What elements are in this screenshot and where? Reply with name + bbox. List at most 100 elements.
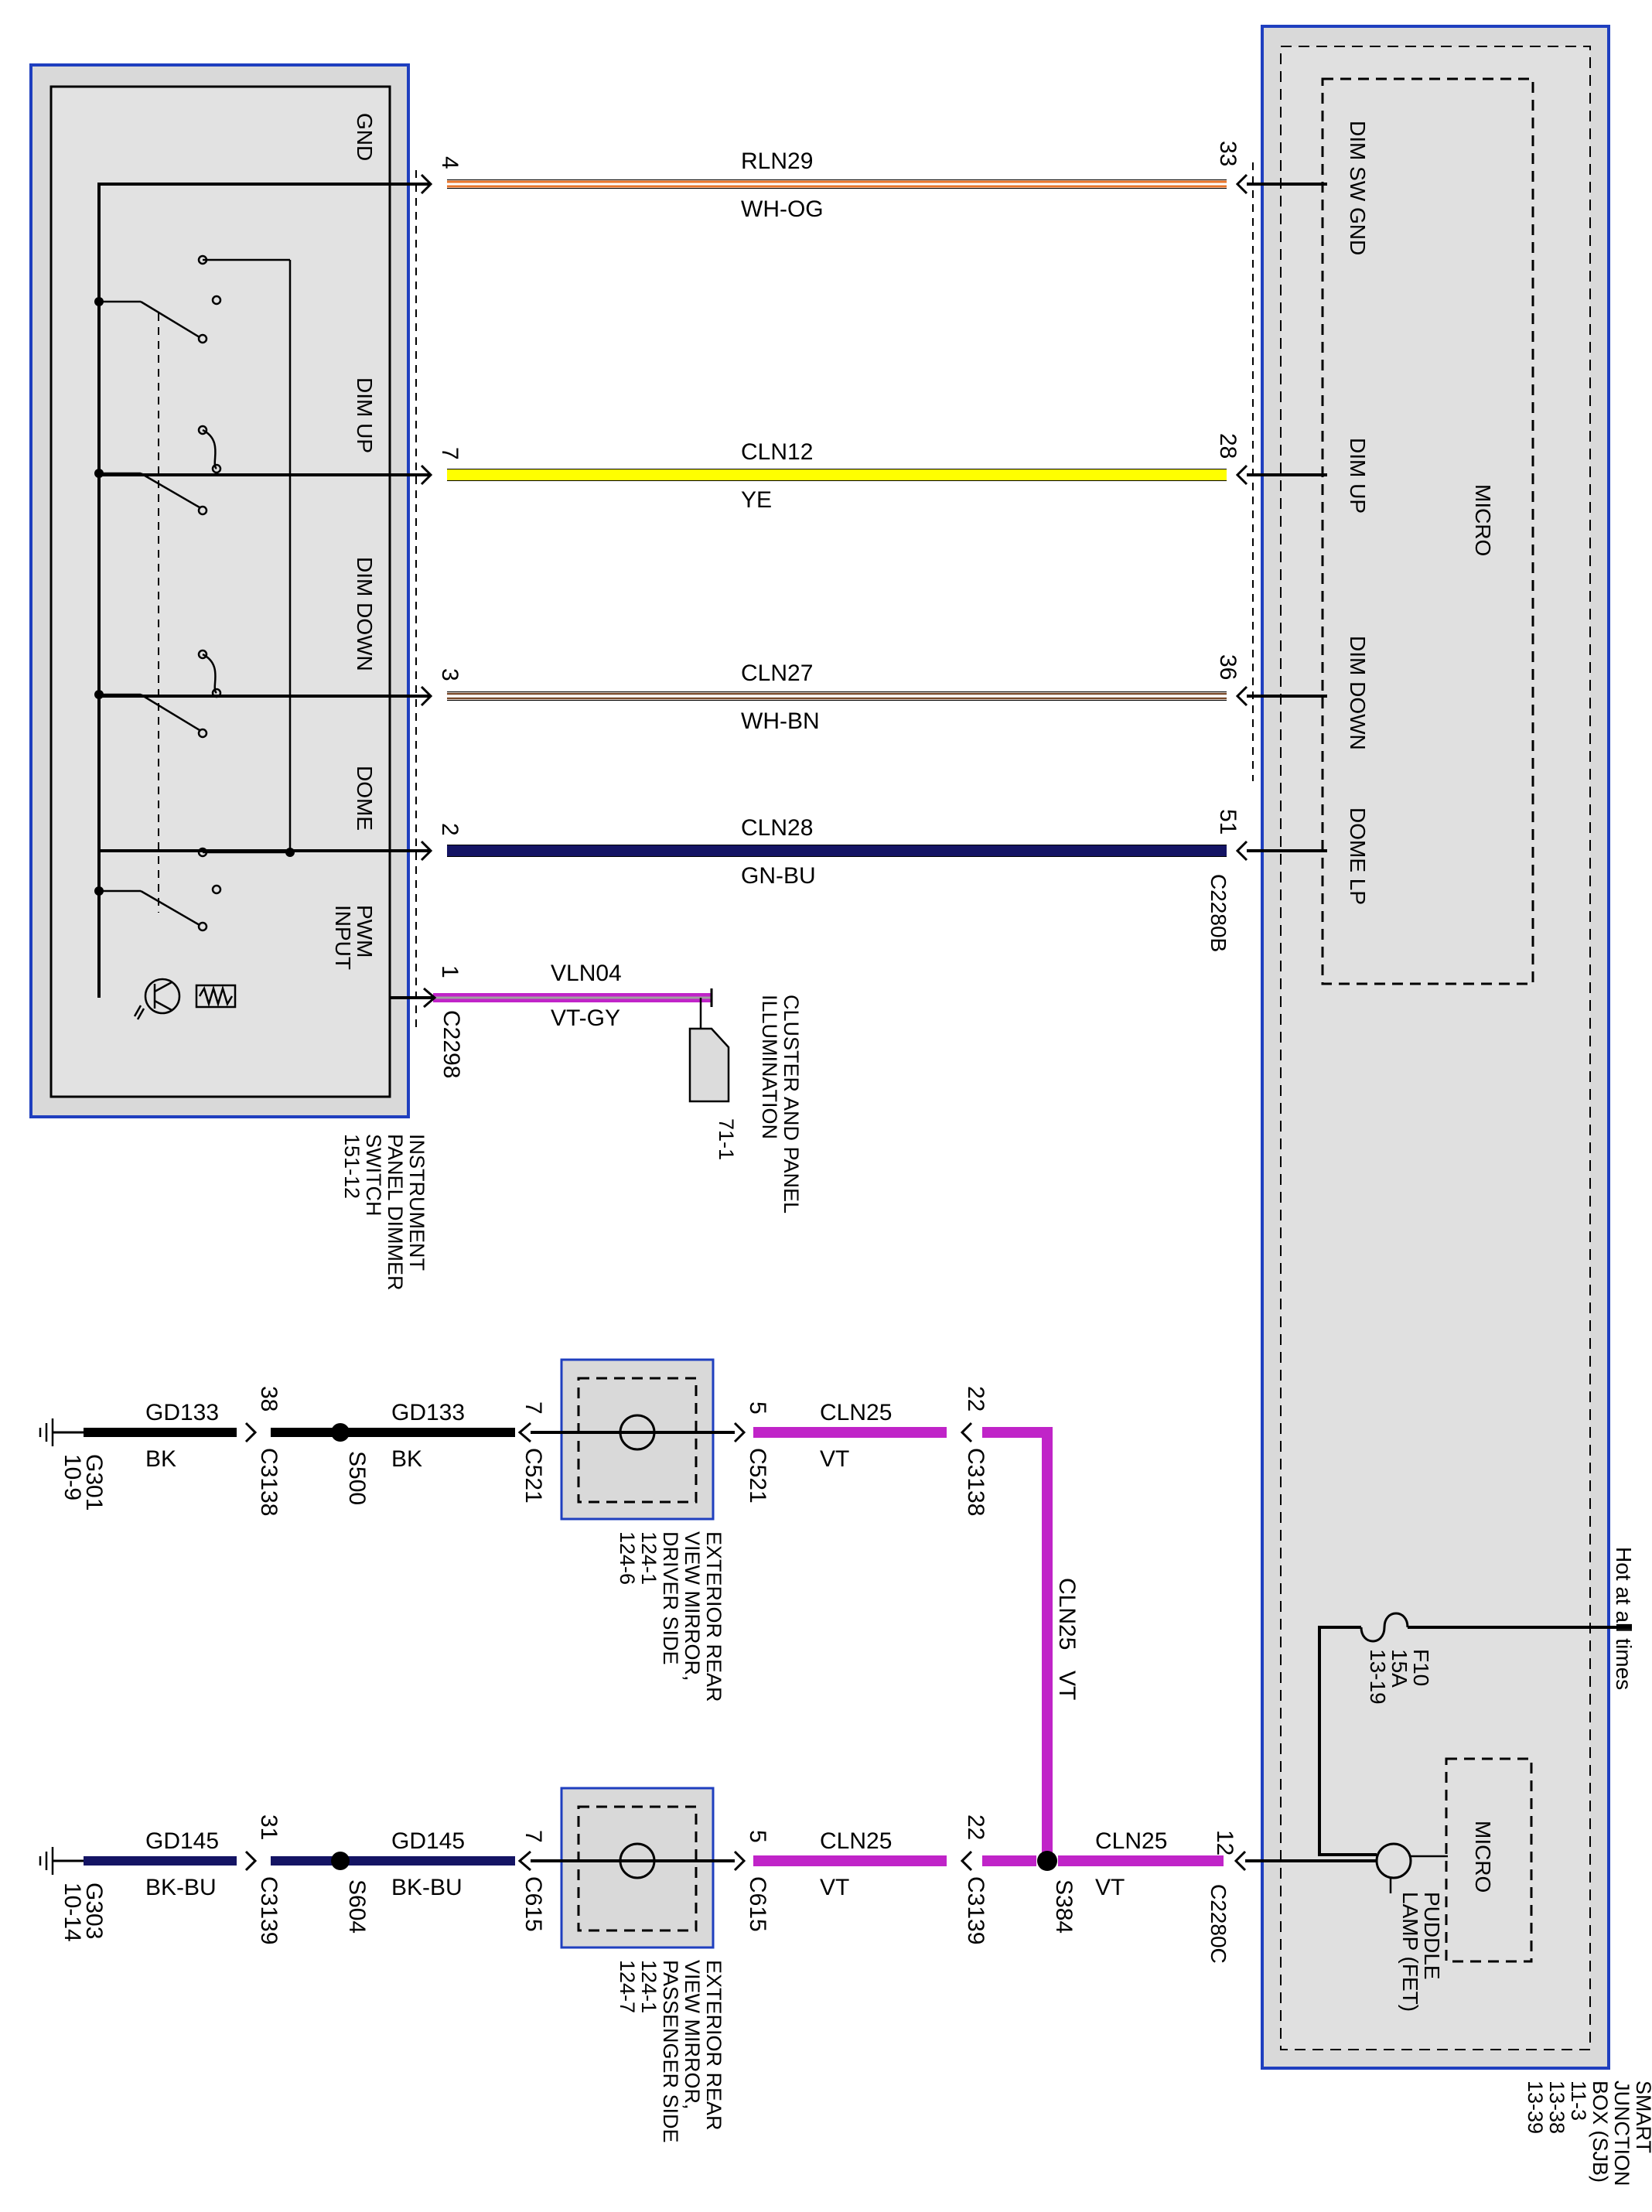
sjb-inner-box xyxy=(1280,46,1591,2050)
splice-s604 xyxy=(331,1852,350,1870)
sjb-micro2-label: MICRO xyxy=(1471,1821,1495,1893)
drv-w1-circuit: GD133 xyxy=(145,1400,219,1425)
wire-1-pin-left: 4 xyxy=(437,156,462,169)
hot-at-all-times-label: Hot at all times xyxy=(1612,1547,1636,1690)
connector-c2280b-label: C2280B xyxy=(1207,874,1230,952)
cluster-dest-line-2: ILLUMINATION xyxy=(758,995,781,1139)
sjb-micro-label: MICRO xyxy=(1471,484,1495,556)
pas-w4-color: VT xyxy=(1095,1875,1125,1900)
c615-arrow-left xyxy=(517,1850,531,1872)
pwm-circuit: VLN04 xyxy=(551,961,622,986)
drv-w3-color: VT xyxy=(820,1446,849,1472)
drv-c1: C3138 xyxy=(256,1448,282,1516)
pas-c3: C615 xyxy=(745,1876,770,1932)
drv-mirror-line-3: DRIVER SIDE xyxy=(659,1531,682,1665)
fuse-label-2: 15A xyxy=(1387,1649,1411,1688)
wire-3-pin-left: 3 xyxy=(437,668,462,681)
drv-c4-pin: 22 xyxy=(963,1386,988,1412)
wire-1-color: WH-OG xyxy=(741,196,824,222)
c615-arrow-right xyxy=(733,1850,746,1872)
ground-g303-symbol xyxy=(39,1847,54,1875)
c521-arrow-left xyxy=(517,1422,531,1443)
pas-c5-pin: 12 xyxy=(1212,1830,1237,1855)
passenger-mirror-inner xyxy=(577,1805,698,1932)
pas-mirror-line-4: 124-1 xyxy=(637,1960,660,2013)
switch-pin-dim-down: DIM DOWN xyxy=(353,557,377,671)
switch-pin-pwm-2: INPUT xyxy=(331,905,355,970)
pas-mirror-line-1: EXTERIOR REAR xyxy=(702,1960,725,2131)
pas-c1: C3139 xyxy=(256,1876,282,1944)
smart-junction-box xyxy=(1261,25,1632,2070)
switch-name-line-4: 151-12 xyxy=(340,1134,364,1199)
pas-c2-pin: 7 xyxy=(521,1830,546,1843)
cln25-riser-wire xyxy=(982,1427,1053,1855)
wire-left-arrow-1 xyxy=(420,173,433,195)
drv-splice: S500 xyxy=(344,1451,370,1505)
drv-w3-circuit: CLN25 xyxy=(820,1400,892,1425)
riser-color: VT xyxy=(1054,1671,1080,1700)
wire-4-circuit: CLN28 xyxy=(741,815,813,841)
drv-c3: C521 xyxy=(745,1448,770,1504)
wire-right-arrow-1 xyxy=(1235,173,1248,195)
pas-w3-circuit: CLN25 xyxy=(820,1828,892,1854)
drv-c2: C521 xyxy=(521,1448,546,1504)
fuse-to-fet-wire xyxy=(1318,1626,1377,1856)
passenger-mirror-box xyxy=(560,1787,715,1949)
c2280c-arrow xyxy=(1234,1850,1247,1872)
switch-pin-gnd: GND xyxy=(353,113,377,161)
fuse-label-3: 13-19 xyxy=(1366,1649,1390,1705)
c3138-arrow xyxy=(244,1422,258,1443)
wire-right-arrow-2 xyxy=(1235,464,1248,486)
drv-mirror-line-1: EXTERIOR REAR xyxy=(702,1531,725,1702)
pas-c4: C3139 xyxy=(963,1876,988,1944)
pas-mirror-line-5: 124-7 xyxy=(616,1960,639,2013)
drv-ground-ref: 10-9 xyxy=(60,1454,85,1500)
wire-1-pin-right: 33 xyxy=(1215,141,1241,166)
pas-c4-pin: 22 xyxy=(963,1814,988,1840)
wire-3-circuit: CLN27 xyxy=(741,661,813,686)
switch-pin-dome: DOME xyxy=(353,766,377,831)
pas-ground: G303 xyxy=(81,1883,107,1939)
pas-ground-ref: 10-14 xyxy=(60,1883,85,1942)
mirror-motor-icon xyxy=(619,1414,656,1451)
pas-w1-circuit: GD145 xyxy=(145,1828,219,1854)
cluster-dest-line-1: CLUSTER AND PANEL xyxy=(780,995,803,1214)
drv-w1-color: BK xyxy=(145,1446,176,1472)
wire-4-pin-left: 2 xyxy=(437,823,462,836)
dimmer-switch-module xyxy=(29,63,410,1118)
pas-splice: S604 xyxy=(344,1879,370,1934)
pas-w1-color: BK-BU xyxy=(145,1875,217,1900)
fuse-f10-symbol xyxy=(1360,1612,1409,1643)
sjb-name-line-3: BOX (SJB) xyxy=(1589,2081,1612,2183)
sjb-name-line-1: SMART xyxy=(1632,2081,1652,2153)
c3139-arrow-b xyxy=(960,1850,973,1872)
wire-3-pin-right: 36 xyxy=(1215,654,1241,680)
pas-w2-circuit: GD145 xyxy=(391,1828,465,1854)
pas-splice2: S384 xyxy=(1051,1879,1077,1934)
passenger-mirror-circuit xyxy=(39,1787,1377,1949)
wire-left-arrow-2 xyxy=(420,464,433,486)
sjb-pin-dome-lp: DOME LP xyxy=(1346,807,1370,905)
sjb-pin-puddle-2: LAMP (FET) xyxy=(1398,1892,1422,2012)
wire-right-arrow-4 xyxy=(1235,840,1248,862)
ground-g301-symbol xyxy=(39,1418,54,1446)
sjb-pin-dim-up: DIM UP xyxy=(1346,438,1370,514)
driver-mirror-circuit xyxy=(39,1358,1053,1855)
drv-w2-color: BK xyxy=(391,1446,422,1472)
fuse-label-1: F10 xyxy=(1409,1649,1433,1686)
wire-left-arrow-3 xyxy=(420,685,433,707)
switch-connector-c2298: C2298 xyxy=(439,1010,464,1078)
wire-2-pin-right: 28 xyxy=(1215,433,1241,459)
splice-s384 xyxy=(1037,1851,1057,1871)
pas-c1-pin: 31 xyxy=(256,1814,282,1840)
pas-c2: C615 xyxy=(521,1876,546,1932)
mirror-motor-icon xyxy=(619,1842,656,1879)
resistor-symbol xyxy=(195,984,237,1009)
pwm-color: VT-GY xyxy=(551,1005,620,1031)
driver-mirror-inner xyxy=(577,1377,698,1504)
driver-mirror-box xyxy=(560,1358,715,1521)
sjb-pin-dim-sw-gnd: DIM SW GND xyxy=(1346,121,1370,255)
pas-w2-color: BK-BU xyxy=(391,1875,462,1900)
wire-1-circuit: RLN29 xyxy=(741,148,813,174)
